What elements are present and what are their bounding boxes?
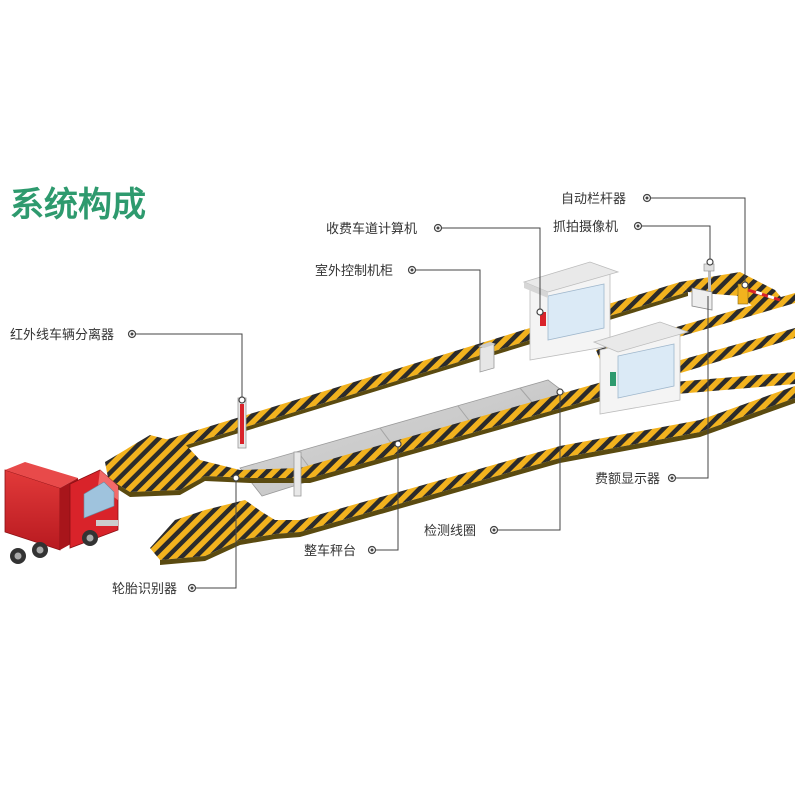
infrared-separator (237, 397, 247, 449)
label-detection-coil: 检测线圈 (424, 524, 476, 539)
fee-display-device (691, 287, 713, 311)
leader-lines (132, 197, 746, 589)
label-outdoor-cabinet: 室外控制机柜 (315, 263, 393, 279)
marker-dots (127, 193, 749, 593)
near-lane-curb (150, 386, 795, 565)
label-infrared-separator: 红外线车辆分离器 (10, 327, 114, 343)
label-barrier-gate: 自动栏杆器 (561, 192, 626, 207)
red-truck (4, 462, 119, 564)
label-fee-display: 费额显示器 (595, 472, 660, 487)
label-tire-recognizer: 轮胎识别器 (112, 582, 177, 597)
label-weighing-platform: 整车秤台 (304, 543, 356, 559)
barrier-gate-device (737, 283, 781, 305)
toll-booth-far (522, 261, 620, 361)
tire-recognizer (293, 451, 302, 497)
label-snapshot-camera: 抓拍摄像机 (553, 220, 618, 235)
page-title: 系统构成 (10, 185, 146, 225)
outdoor-cabinet (478, 342, 496, 373)
toll-booth-near (592, 321, 690, 415)
label-lane-computer: 收费车道计算机 (326, 221, 417, 237)
